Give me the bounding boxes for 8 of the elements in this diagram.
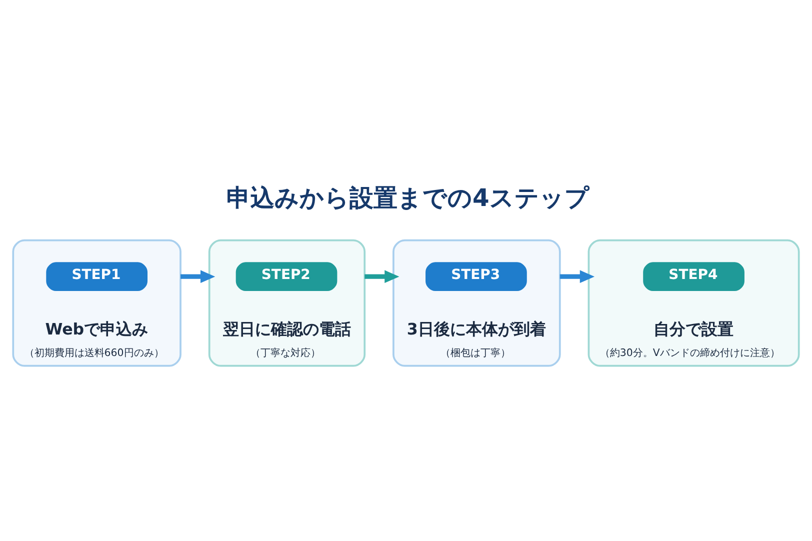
node-box: STEP4 <box>643 262 744 290</box>
diagram-title: 申込みから設置までの4ステップ <box>226 184 590 212</box>
arrow <box>180 270 216 282</box>
arrow <box>364 270 400 282</box>
node-box: STEP2 <box>236 262 338 290</box>
node-box: STEP3 <box>426 262 527 290</box>
node-box: STEP1 <box>46 262 148 290</box>
arrow <box>560 270 595 282</box>
